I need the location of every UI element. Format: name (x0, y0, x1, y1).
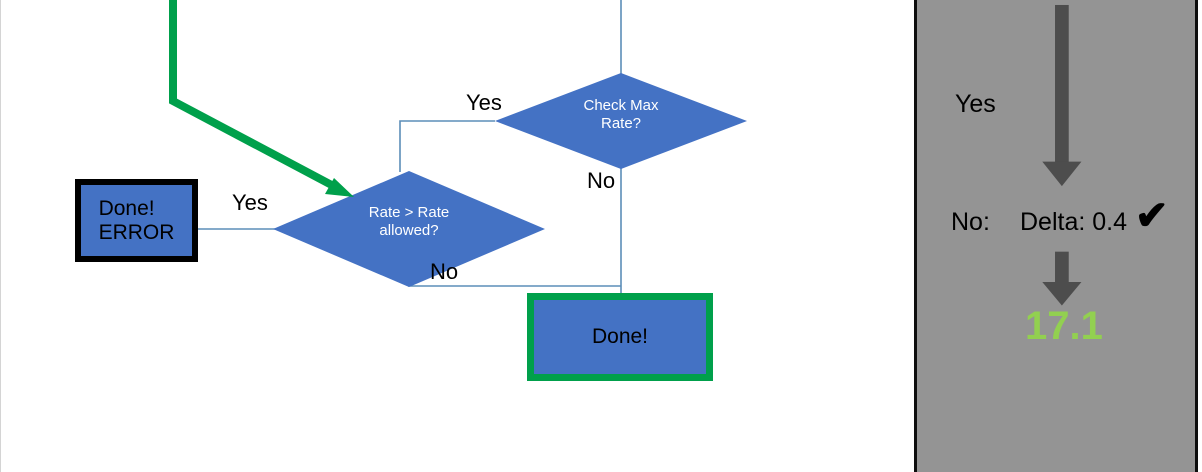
panel-yes-label: Yes (955, 90, 996, 118)
bottom-arrow-head-icon (1042, 282, 1082, 306)
panel-arrows-graphic (1042, 4, 1082, 306)
green-highlight-path (169, 0, 343, 194)
done-box[interactable]: Done! (527, 293, 713, 381)
edge-label-maxrate-no: No (587, 168, 616, 193)
top-arrow-head-icon (1042, 161, 1082, 187)
done-error-label: Done! ERROR (99, 197, 175, 245)
green-arrowhead-icon (325, 178, 354, 197)
edge-label-rate-no: No (430, 259, 459, 284)
edge-label-maxrate-yes: Yes (466, 90, 502, 115)
done-error-line-2: ERROR (98, 220, 175, 244)
bottom-arrow-shaft (1055, 251, 1069, 289)
edge-label-rate-yes: Yes (232, 190, 268, 215)
done-error-line-1: Done! (98, 196, 155, 220)
check-mark-icon: ✔ (1135, 194, 1169, 238)
right-detail-panel: Yes No: Delta: 0.4 ✔ 17.1 (914, 0, 1198, 472)
rate-diamond-shape[interactable] (273, 171, 545, 287)
flowchart-graphic (169, 0, 747, 293)
left-edge-divider (0, 0, 1, 472)
done-error-box[interactable]: Done! ERROR (75, 179, 198, 262)
connector-maxrate-yes-to-rate (399, 120, 495, 172)
top-arrow-shaft (1055, 4, 1069, 168)
panel-result-value: 17.1 (1025, 304, 1103, 348)
panel-delta-value: Delta: 0.4 (1020, 208, 1128, 236)
done-label: Done! (591, 325, 649, 348)
panel-no-label: No: (951, 208, 990, 236)
maxrate-diamond-shape[interactable] (495, 73, 747, 169)
